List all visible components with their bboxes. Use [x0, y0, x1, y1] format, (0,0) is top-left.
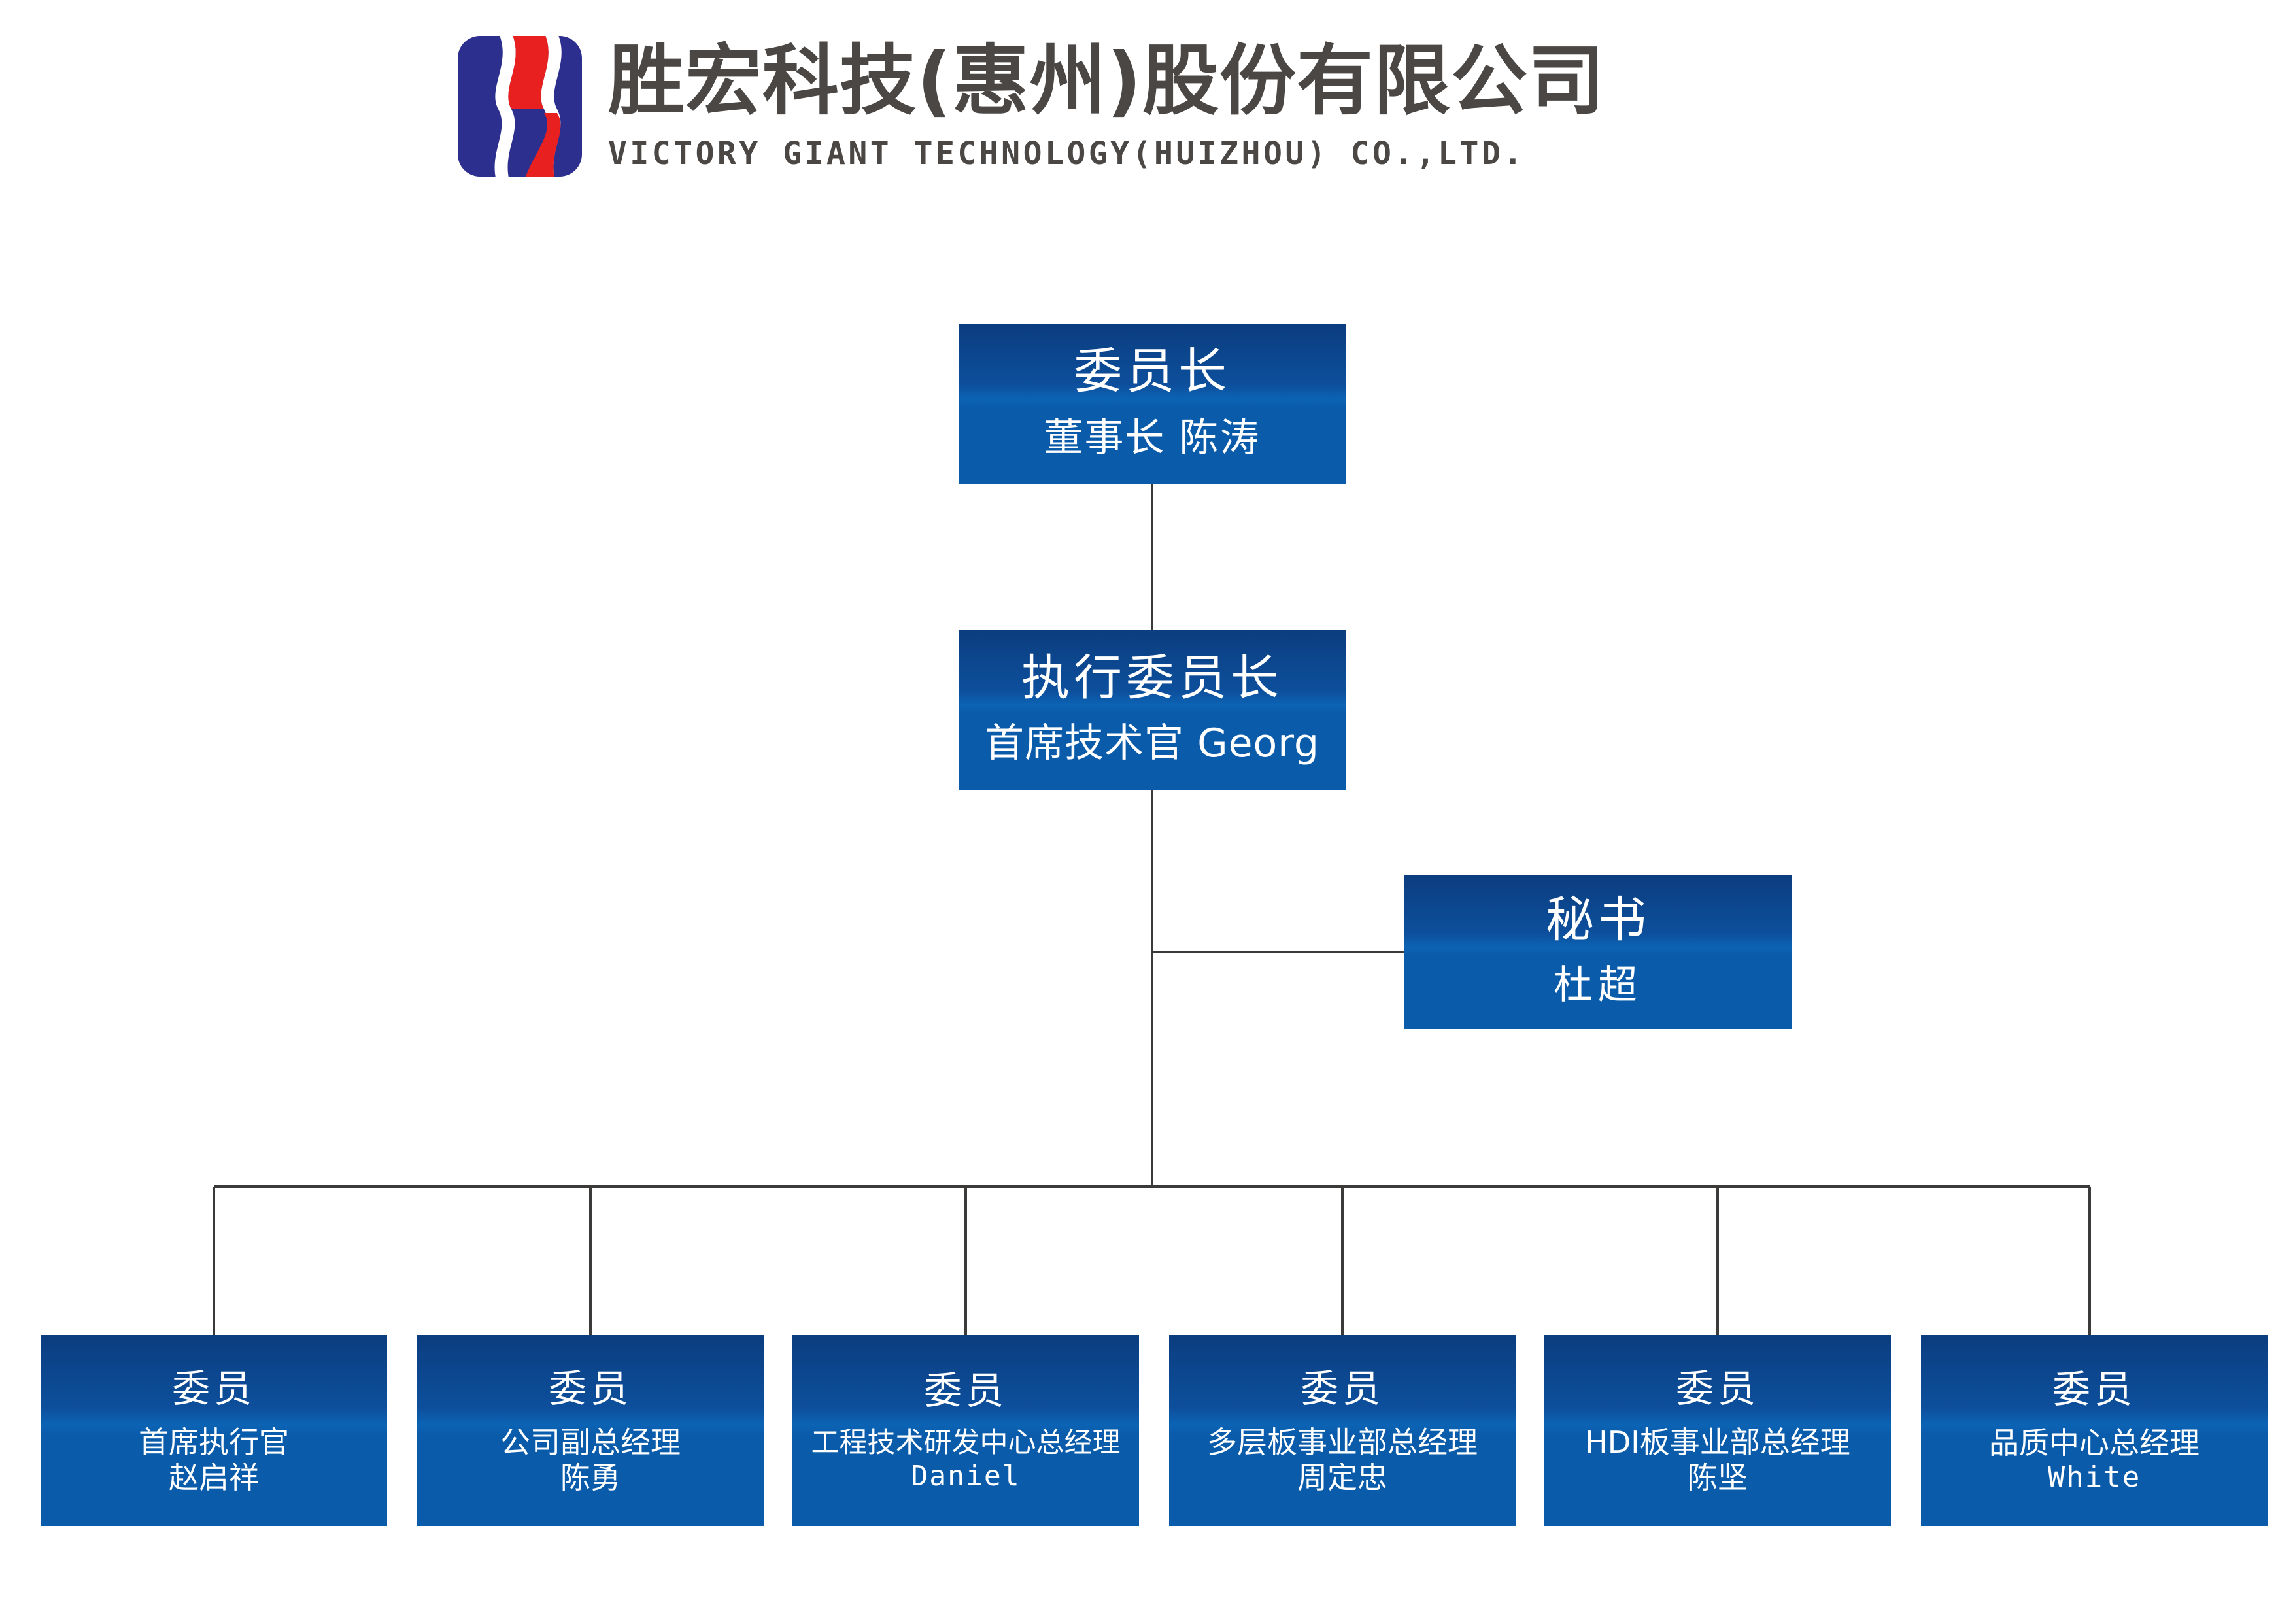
org-node-name: 陈坚: [1688, 1460, 1748, 1495]
org-node-chairman[interactable]: 委员长 董事长 陈涛: [959, 324, 1346, 484]
org-node-role: 多层板事业部总经理: [1207, 1424, 1478, 1460]
org-node-member[interactable]: 委员 工程技术研发中心总经理 Daniel: [792, 1335, 1139, 1526]
org-node-title: 秘书: [1546, 891, 1650, 948]
org-node-member[interactable]: 委员 品质中心总经理 White: [1921, 1335, 2268, 1526]
org-node-title: 委员: [923, 1368, 1008, 1413]
org-node-subtitle: 杜超: [1554, 962, 1642, 1008]
org-node-title: 执行委员长: [1021, 649, 1283, 706]
company-name-en: VICTORY GIANT TECHNOLOGY(HUIZHOU) CO.,LT…: [608, 135, 1525, 173]
org-node-name: White: [2047, 1461, 2141, 1495]
company-header: 胜宏科技(惠州)股份有限公司 VICTORY GIANT TECHNOLOGY(…: [458, 36, 1605, 177]
org-node-title: 委员长: [1074, 343, 1231, 399]
org-node-role: 首席执行官: [139, 1424, 289, 1460]
org-node-executive-chairman[interactable]: 执行委员长 首席技术官 Georg: [959, 630, 1346, 790]
org-node-secretary[interactable]: 秘书 杜超: [1404, 875, 1792, 1029]
org-node-member[interactable]: 委员 首席执行官 赵启祥: [41, 1335, 387, 1526]
org-node-name: 陈勇: [560, 1460, 620, 1495]
org-node-subtitle: 首席技术官 Georg: [985, 720, 1319, 766]
org-node-title: 委员: [1300, 1366, 1384, 1411]
org-node-title: 委员: [548, 1366, 632, 1411]
org-node-subtitle: 董事长 陈涛: [1044, 414, 1261, 461]
org-node-title: 委员: [1675, 1366, 1760, 1411]
org-node-name: Daniel: [911, 1460, 1021, 1493]
org-node-role: 公司副总经理: [500, 1424, 681, 1460]
org-node-name: 周定忠: [1297, 1460, 1387, 1495]
org-node-member[interactable]: 委员 HDI板事业部总经理 陈坚: [1544, 1335, 1891, 1526]
company-name-block: 胜宏科技(惠州)股份有限公司 VICTORY GIANT TECHNOLOGY(…: [608, 36, 1605, 172]
org-node-role: HDI板事业部总经理: [1585, 1424, 1850, 1460]
org-node-title: 委员: [171, 1366, 256, 1411]
org-node-role: 工程技术研发中心总经理: [811, 1427, 1121, 1460]
org-node-role: 品质中心总经理: [1989, 1425, 2200, 1461]
org-node-name: 赵启祥: [169, 1460, 259, 1495]
company-name-cn: 胜宏科技(惠州)股份有限公司: [608, 36, 1605, 126]
org-node-member[interactable]: 委员 公司副总经理 陈勇: [417, 1335, 764, 1526]
company-logo-icon: [458, 36, 582, 177]
org-node-member[interactable]: 委员 多层板事业部总经理 周定忠: [1169, 1335, 1516, 1526]
org-node-title: 委员: [2052, 1366, 2136, 1412]
